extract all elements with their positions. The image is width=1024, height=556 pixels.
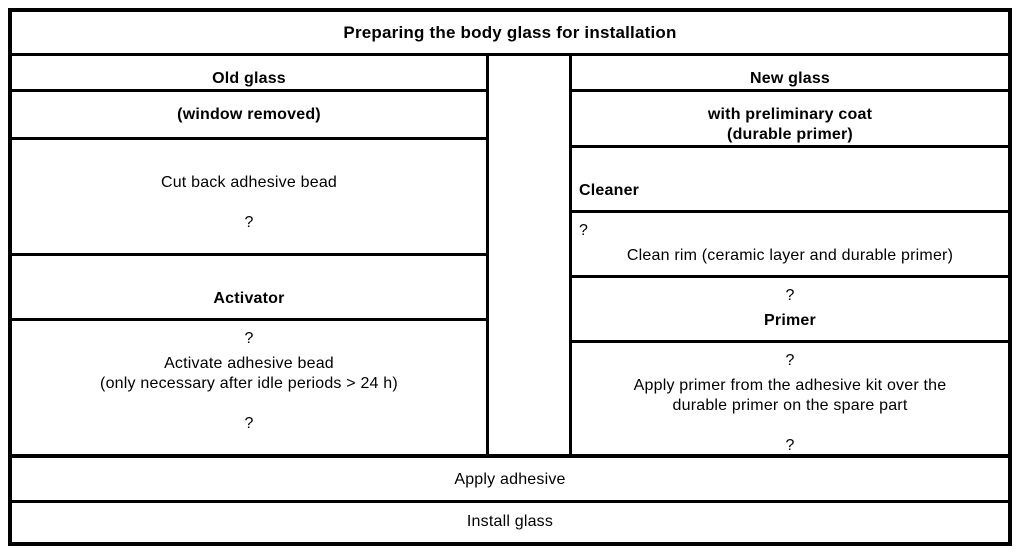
material-label: Activator (213, 290, 285, 307)
link-placeholder: ? (244, 330, 254, 347)
step-text: Cut back adhesive bead (160, 174, 338, 191)
link-placeholder: ? (785, 352, 795, 369)
link-placeholder: ? (244, 214, 254, 231)
link-placeholder: ? (785, 437, 795, 454)
link-placeholder: ? (785, 287, 795, 304)
cell-activate-bead: Activate adhesive bead (only necessary a… (12, 321, 486, 454)
columns-section: Old glass (window removed) Cut back adhe… (12, 56, 1008, 458)
spacer-column (486, 56, 572, 454)
cell-primer: Primer ? (572, 278, 1008, 369)
step-text: Activate adhesive bead (only necessary a… (100, 355, 398, 392)
cell-activator: Activator ? (12, 256, 486, 347)
link-placeholder: ? (244, 415, 254, 432)
procedure-table: Preparing the body glass for installatio… (8, 8, 1012, 546)
row-apply-adhesive: Apply adhesive (12, 458, 1008, 503)
cell-cleaner: Cleaner ? (572, 148, 1008, 239)
cell-window-removed: (window removed) (12, 92, 486, 140)
cell-apply-primer: Apply primer from the adhesive kit over … (572, 343, 1008, 476)
cell-clean-rim: Clean rim (ceramic layer and durable pri… (572, 213, 1008, 304)
step-text: Apply primer from the adhesive kit over … (633, 377, 947, 414)
column-old-glass: Old glass (window removed) Cut back adhe… (12, 56, 486, 454)
table-title: Preparing the body glass for installatio… (12, 12, 1008, 56)
link-placeholder: ? (579, 222, 589, 239)
column-new-glass: New glass with preliminary coat (durable… (572, 56, 1008, 454)
cell-new-glass-header: New glass (572, 56, 1008, 92)
cell-preliminary-coat: with preliminary coat (durable primer) (572, 92, 1008, 148)
cell-cut-back-bead: Cut back adhesive bead ? (12, 140, 486, 256)
material-label: Primer (764, 312, 816, 329)
row-install-glass: Install glass (466, 513, 554, 530)
cell-old-glass-header: Old glass (12, 56, 486, 92)
step-text: Clean rim (ceramic layer and durable pri… (626, 247, 954, 264)
material-label: Cleaner (579, 182, 640, 199)
